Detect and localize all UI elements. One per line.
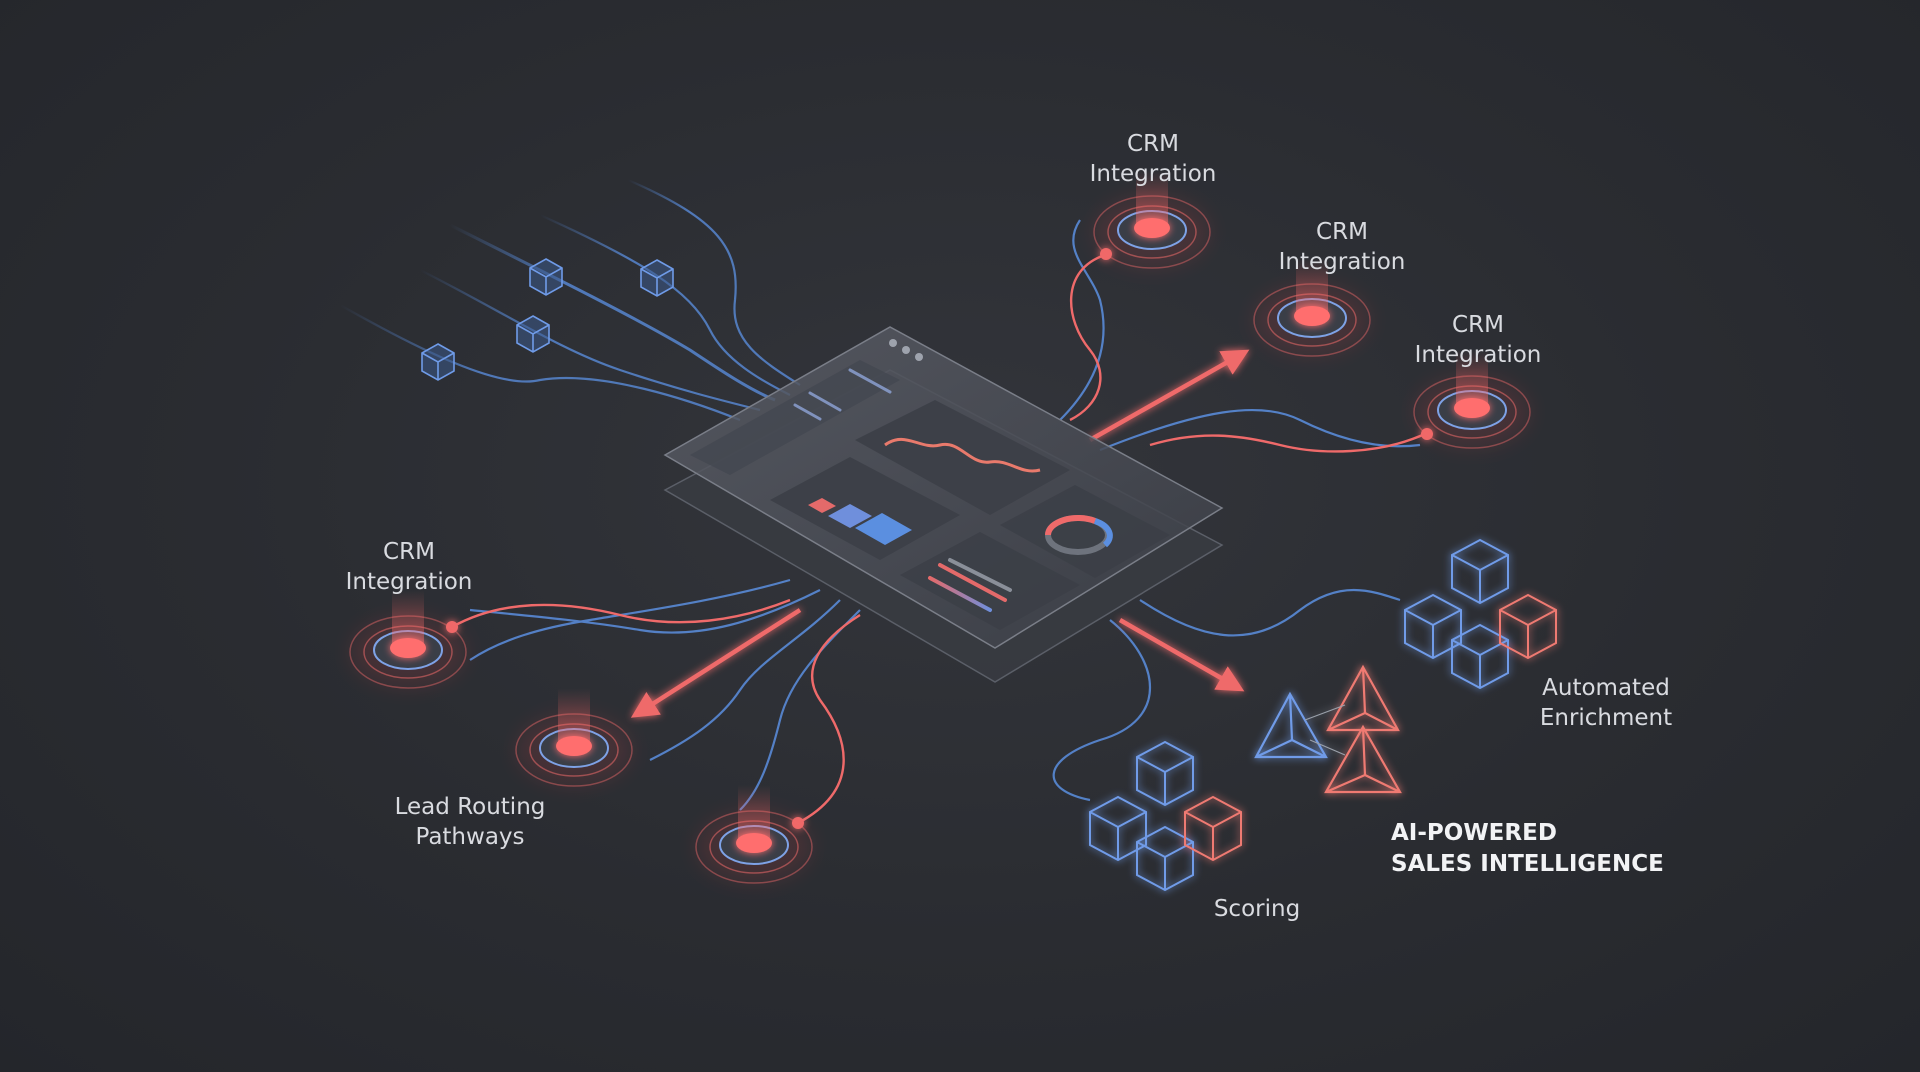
label-automated-enrichment: Automated Enrichment [1539,675,1673,731]
label-crm-integration-upper-right: CRM Integration [1278,219,1406,275]
data-cube-icons [421,258,674,381]
crm-node-left [349,590,467,689]
enrichment-cubes-icon [1404,538,1557,690]
label-lead-routing-pathways: Lead Routing Pathways [394,794,546,850]
label-crm-integration-left: CRM Integration [345,539,473,595]
headline-ai-sales-intelligence: AI-POWERED SALES INTELLIGENCE [1391,820,1664,877]
crm-node-right [1413,350,1531,449]
red-connection-lines [451,253,1428,825]
crm-node-upper-right [1253,258,1371,357]
scoring-cubes-icon [1089,740,1242,892]
outgoing-arrows [630,349,1250,718]
ai-pyramid-icons [1254,664,1402,794]
label-crm-integration-top: CRM Integration [1089,131,1217,187]
routing-node-bottom [695,785,813,884]
crm-node-top [1093,170,1211,269]
label-scoring: Scoring [1213,896,1301,922]
label-crm-integration-right: CRM Integration [1414,312,1542,368]
blue-connection-lines [339,178,1421,811]
dashboard-tablet [663,326,1224,683]
routing-node [515,688,633,787]
